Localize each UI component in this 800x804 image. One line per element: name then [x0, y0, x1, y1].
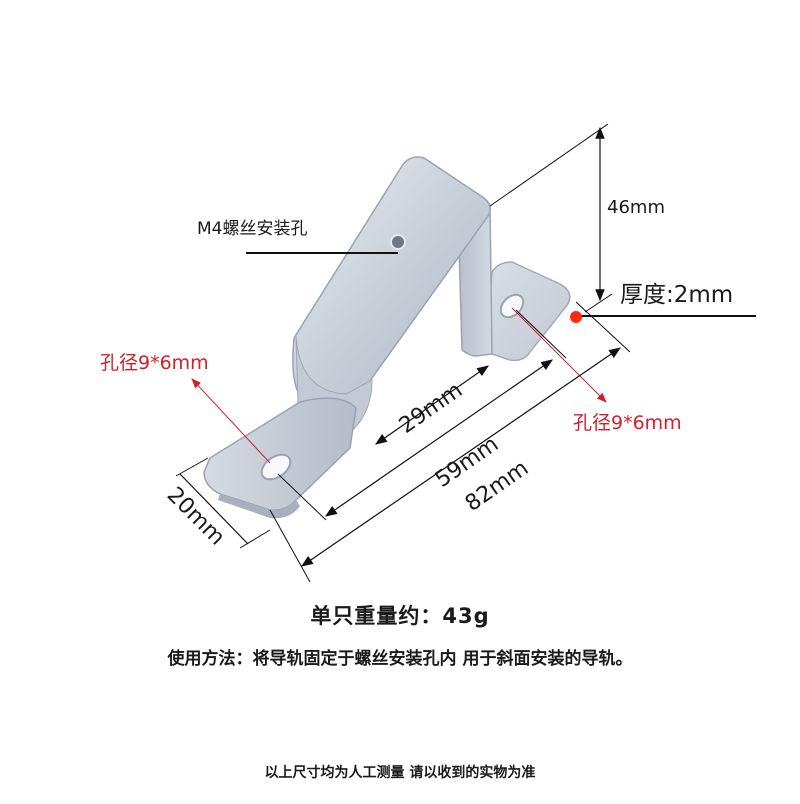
width-dimension-line: [179, 473, 249, 545]
right-foot: [485, 261, 571, 362]
thickness-label: 厚度:2mm: [620, 282, 734, 308]
left-hole-label: 孔径9*6mm: [100, 352, 209, 374]
left-hole: [260, 453, 292, 481]
sloped-plate: [292, 156, 491, 397]
thickness-marker-dot: [570, 311, 582, 323]
height-extension-line: [489, 123, 609, 207]
left-hole-arrow: [191, 378, 271, 464]
usage-instructions: 使用方法：将导轨固定于螺丝安装孔内 用于斜面安装的导轨。: [167, 649, 633, 669]
m4-screw-hole: [390, 234, 406, 250]
right-hole-label: 孔径9*6mm: [573, 412, 682, 434]
weight-spec: 单只重量约：43g: [310, 604, 490, 628]
measurement-disclaimer: 以上尺寸均为人工测量 请以收到的实物为准: [264, 765, 536, 781]
screw-hole-label: M4螺丝安装孔: [197, 219, 308, 239]
overall-length-dimension-line: [301, 347, 621, 567]
height-label: 46mm: [607, 197, 665, 218]
